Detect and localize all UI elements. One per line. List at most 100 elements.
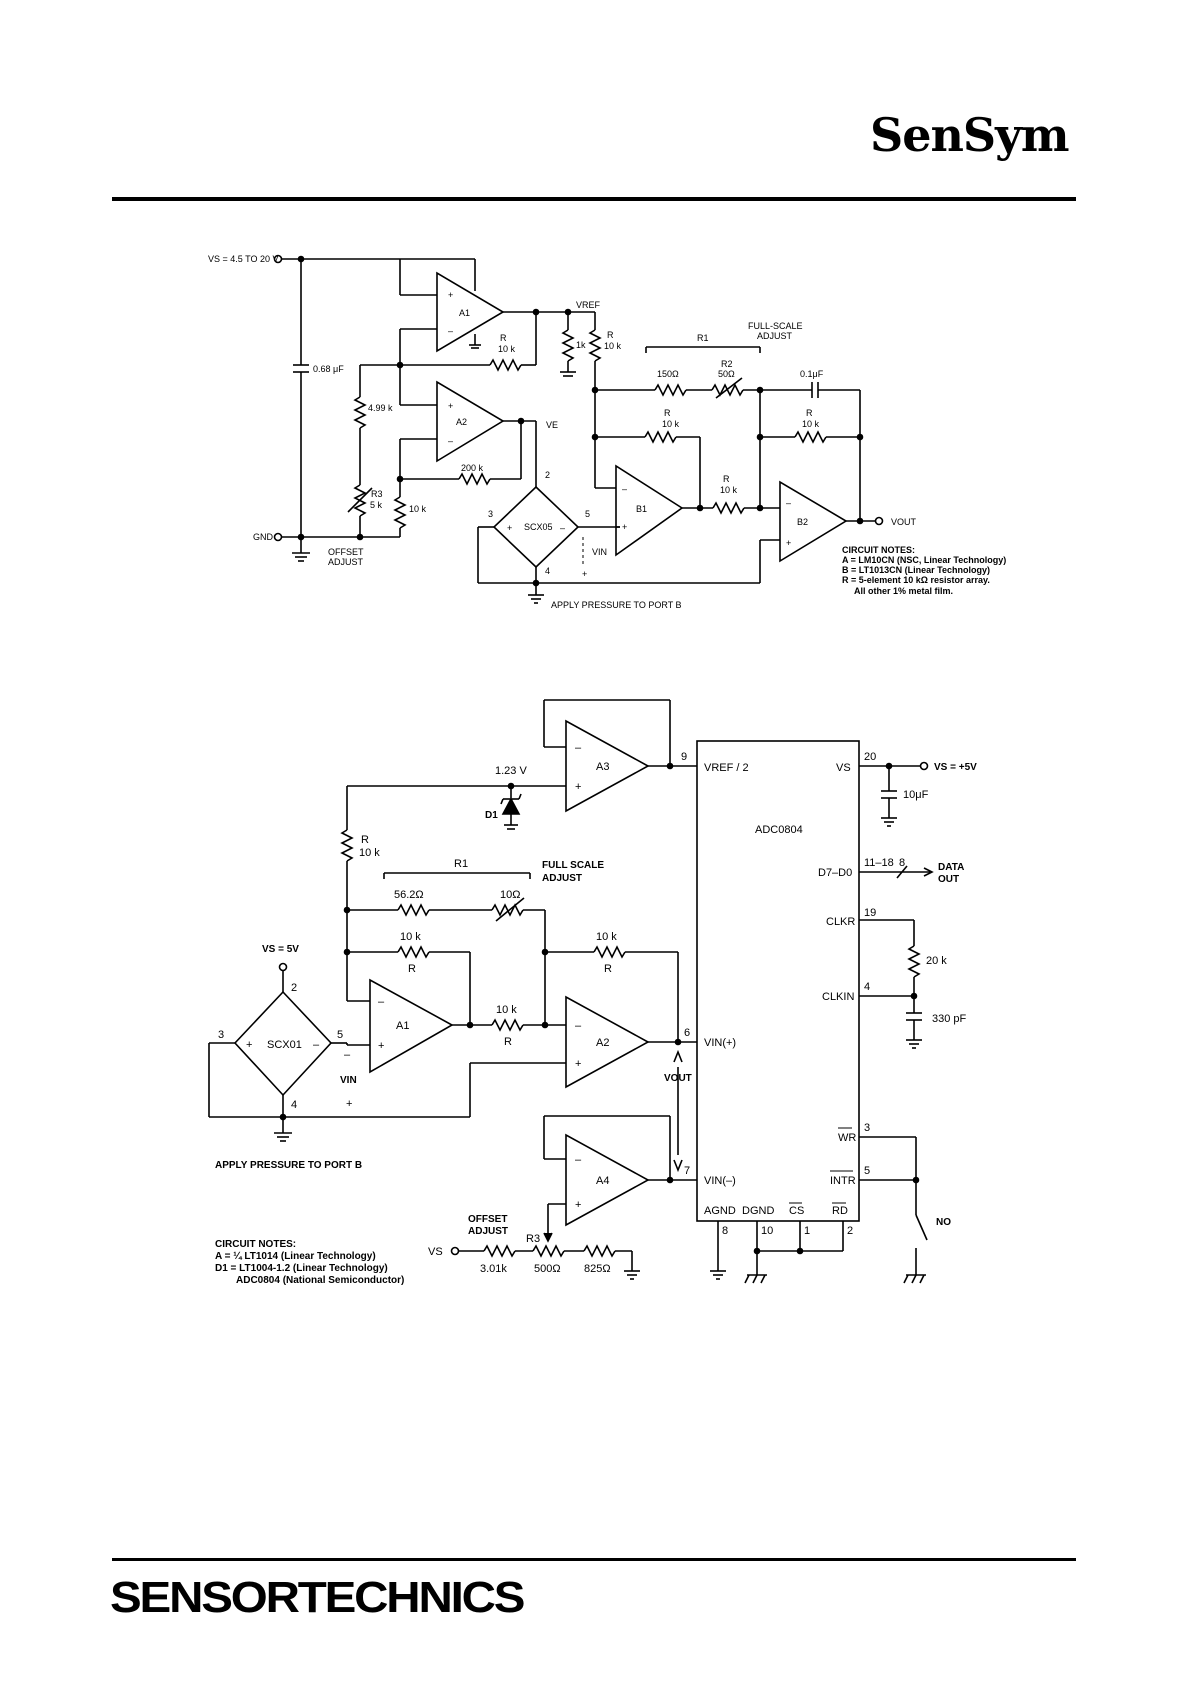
svg-text:5: 5 xyxy=(337,1029,343,1041)
svg-text:R: R xyxy=(500,333,507,343)
svg-text:3: 3 xyxy=(488,509,493,519)
svg-text:–: – xyxy=(622,484,627,494)
svg-text:20 k: 20 k xyxy=(926,955,947,967)
opamp-a4 xyxy=(565,1133,650,1227)
svg-text:ADC0804 (National Semiconducto: ADC0804 (National Semiconductor) xyxy=(236,1275,404,1286)
svg-text:10 k: 10 k xyxy=(802,419,820,429)
gnd-label: GND xyxy=(253,532,274,542)
svg-text:CIRCUIT NOTES:: CIRCUIT NOTES: xyxy=(215,1239,296,1250)
svg-text:330 pF: 330 pF xyxy=(932,1013,967,1025)
adc-chip-label: ADC0804 xyxy=(755,824,803,836)
svg-text:VIN(–): VIN(–) xyxy=(704,1175,736,1187)
svg-text:6: 6 xyxy=(684,1027,690,1039)
b1-label: B1 xyxy=(636,504,647,514)
svg-text:APPLY PRESSURE TO PORT B: APPLY PRESSURE TO PORT B xyxy=(551,600,682,610)
svg-text:7: 7 xyxy=(684,1165,690,1177)
vref-label: VREF xyxy=(576,300,601,310)
svg-text:–: – xyxy=(575,1154,582,1166)
svg-text:–: – xyxy=(313,1039,320,1051)
svg-text:+: + xyxy=(448,290,453,300)
svg-text:50Ω: 50Ω xyxy=(718,369,735,379)
svg-text:CS: CS xyxy=(789,1205,804,1217)
svg-text:ADJUST: ADJUST xyxy=(468,1226,508,1237)
svg-text:10 k: 10 k xyxy=(496,1004,517,1016)
svg-text:–: – xyxy=(575,1020,582,1032)
svg-text:OUT: OUT xyxy=(938,874,959,885)
svg-text:RD: RD xyxy=(832,1205,848,1217)
svg-text:56.2Ω: 56.2Ω xyxy=(394,889,424,901)
svg-text:R: R xyxy=(361,834,369,846)
svg-text:10 k: 10 k xyxy=(409,504,427,514)
svg-text:4.99 k: 4.99 k xyxy=(368,403,393,413)
svg-text:4: 4 xyxy=(545,566,550,576)
svg-text:3.01k: 3.01k xyxy=(480,1263,507,1275)
opamp-a1 xyxy=(436,271,505,353)
svg-text:R3: R3 xyxy=(526,1233,540,1245)
a1-label: A1 xyxy=(459,308,470,318)
svg-text:200 k: 200 k xyxy=(461,463,484,473)
svg-text:825Ω: 825Ω xyxy=(584,1263,611,1275)
svg-text:D1: D1 xyxy=(485,810,498,821)
opamp-a3 xyxy=(565,719,650,813)
svg-text:VREF / 2: VREF / 2 xyxy=(704,762,749,774)
svg-text:–: – xyxy=(448,326,453,336)
svg-text:VIN(+): VIN(+) xyxy=(704,1037,736,1049)
svg-text:ADJUST: ADJUST xyxy=(757,331,793,341)
svg-text:+: + xyxy=(507,523,512,533)
svg-text:10 k: 10 k xyxy=(662,419,680,429)
ve-label: VE xyxy=(546,420,558,430)
svg-text:+: + xyxy=(575,781,581,793)
top-divider xyxy=(112,197,1076,201)
a2-label: A2 xyxy=(456,417,467,427)
svg-text:VIN: VIN xyxy=(340,1075,357,1086)
scx01-label: SCX01 xyxy=(267,1039,302,1051)
svg-text:2: 2 xyxy=(291,982,297,994)
svg-text:VS: VS xyxy=(428,1246,443,1258)
svg-text:R1: R1 xyxy=(697,333,709,343)
svg-text:1k: 1k xyxy=(576,340,586,350)
svg-text:All other 1% metal film.: All other 1% metal film. xyxy=(854,586,953,596)
svg-text:R1: R1 xyxy=(454,858,468,870)
svg-text:10 k: 10 k xyxy=(400,931,421,943)
a2-label: A2 xyxy=(596,1037,609,1049)
svg-text:+: + xyxy=(378,1040,384,1052)
svg-text:10: 10 xyxy=(761,1225,773,1237)
svg-text:–: – xyxy=(588,521,593,531)
svg-text:0.1μF: 0.1μF xyxy=(800,369,824,379)
svg-text:R: R xyxy=(604,963,612,975)
svg-text:R2: R2 xyxy=(721,359,733,369)
b2-label: B2 xyxy=(797,517,808,527)
svg-text:OFFSET: OFFSET xyxy=(468,1214,507,1225)
svg-text:1.23 V: 1.23 V xyxy=(495,765,527,777)
vout-terminal xyxy=(874,516,884,526)
svg-text:5: 5 xyxy=(864,1165,870,1177)
svg-text:D1 = LT1004-1.2 (Linear Techno: D1 = LT1004-1.2 (Linear Technology) xyxy=(215,1263,388,1274)
svg-text:AGND: AGND xyxy=(704,1205,736,1217)
svg-text:FULL-SCALE: FULL-SCALE xyxy=(748,321,803,331)
svg-text:4: 4 xyxy=(864,981,870,993)
svg-text:–: – xyxy=(575,742,582,754)
svg-text:R: R xyxy=(504,1036,512,1048)
svg-text:R: R xyxy=(806,408,813,418)
svg-text:5 k: 5 k xyxy=(370,500,383,510)
svg-text:B = LT1013CN (Linear Technolog: B = LT1013CN (Linear Technology) xyxy=(842,565,990,575)
a4-label: A4 xyxy=(596,1175,609,1187)
svg-text:–: – xyxy=(786,498,791,508)
svg-text:10 k: 10 k xyxy=(359,847,380,859)
svg-text:DGND: DGND xyxy=(742,1205,774,1217)
vs-label: VS = 4.5 TO 20 V xyxy=(208,254,278,264)
svg-text:+: + xyxy=(582,569,587,579)
opamp-b2 xyxy=(779,480,848,563)
svg-text:19: 19 xyxy=(864,907,876,919)
svg-text:APPLY PRESSURE TO PORT B: APPLY PRESSURE TO PORT B xyxy=(215,1160,362,1171)
svg-text:VS = 5V: VS = 5V xyxy=(262,944,299,955)
svg-text:3: 3 xyxy=(864,1122,870,1134)
svg-text:R: R xyxy=(607,330,614,340)
vout-label: VOUT xyxy=(891,517,917,527)
svg-text:–: – xyxy=(560,523,565,533)
svg-text:10 k: 10 k xyxy=(720,485,738,495)
svg-text:+: + xyxy=(448,401,453,411)
svg-text:150Ω: 150Ω xyxy=(657,369,679,379)
svg-text:10 k: 10 k xyxy=(604,341,622,351)
